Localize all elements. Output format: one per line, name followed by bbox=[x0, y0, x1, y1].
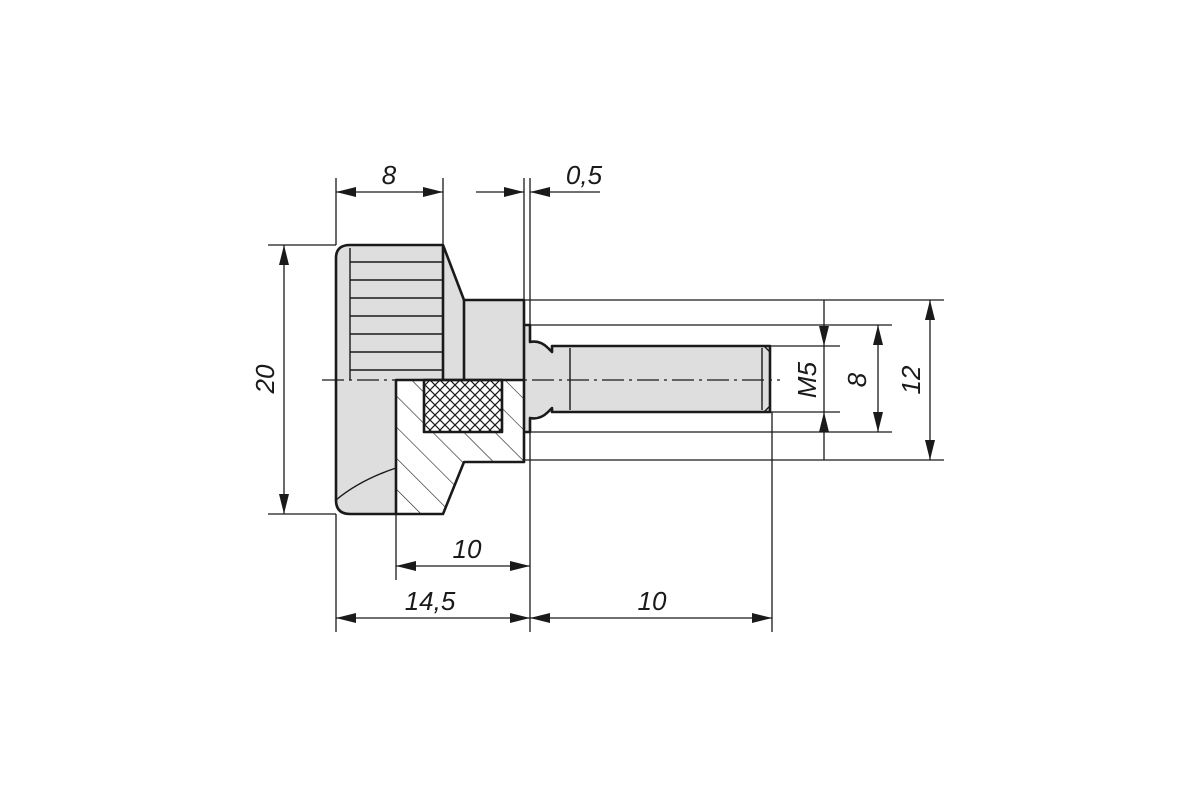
dim-head-width: 8 bbox=[335, 160, 444, 245]
dim-thread-length-label: 10 bbox=[638, 586, 667, 616]
dim-head-width-label: 8 bbox=[382, 160, 397, 190]
dim-insert-depth: 10 bbox=[396, 534, 530, 571]
dim-insert-diameter: 8 bbox=[842, 325, 883, 432]
dim-insert-diameter-label: 8 bbox=[842, 372, 872, 387]
dim-collar-gap: 0,5 bbox=[476, 160, 603, 325]
dim-head-diameter-label: 20 bbox=[250, 364, 280, 394]
threaded-shaft bbox=[524, 325, 770, 432]
knurled-insert bbox=[422, 378, 504, 434]
head-ribs bbox=[349, 248, 443, 380]
right-extension-lines bbox=[524, 299, 944, 461]
dim-head-diameter: 20 bbox=[250, 244, 336, 515]
dim-insert-depth-label: 10 bbox=[453, 534, 482, 564]
dim-collar-diameter-label: 12 bbox=[896, 365, 926, 394]
dim-overall-head-length: 14,5 bbox=[336, 586, 530, 623]
dim-thread-size: M5 bbox=[792, 300, 829, 460]
bottom-extension-lines bbox=[335, 412, 773, 632]
dim-collar-gap-label: 0,5 bbox=[566, 160, 603, 190]
dim-thread-size-label: M5 bbox=[792, 361, 822, 398]
knob-body bbox=[336, 245, 524, 514]
dim-overall-head-length-label: 14,5 bbox=[405, 586, 456, 616]
dim-collar-diameter: 12 bbox=[896, 300, 935, 460]
dim-thread-length: 10 bbox=[530, 586, 772, 623]
